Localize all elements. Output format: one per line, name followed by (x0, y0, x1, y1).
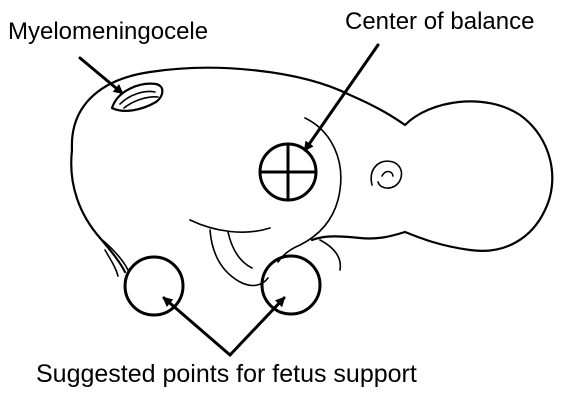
myelomeningocele-arrow (80, 58, 122, 93)
myelomeningocele-lesion (112, 84, 162, 111)
center-of-balance-marker (260, 144, 316, 200)
support-arrow-left (164, 298, 230, 355)
center-of-balance-arrow (305, 45, 378, 150)
support-point-right (262, 256, 320, 314)
ear (371, 161, 401, 188)
support-arrow-right (230, 298, 284, 355)
